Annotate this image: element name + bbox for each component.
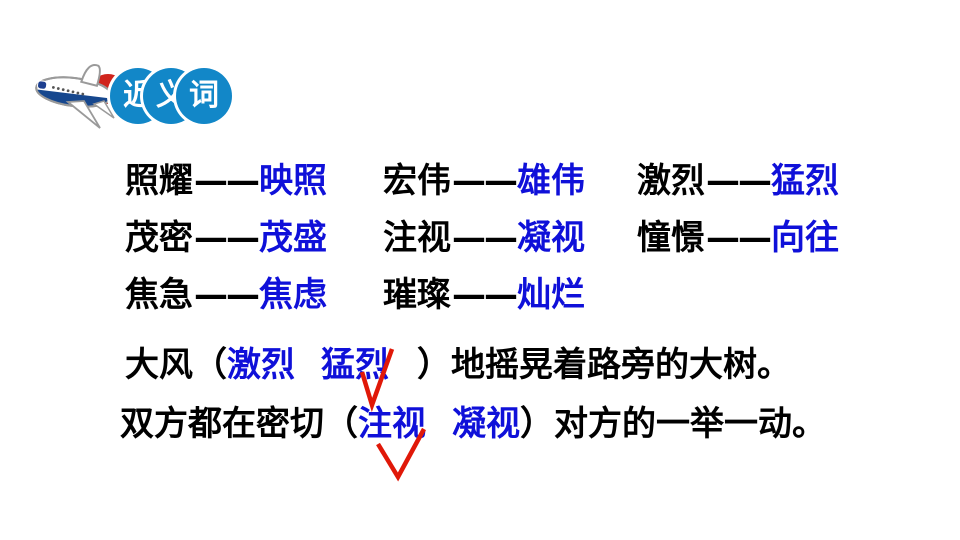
example-sentence-1: 大风（激烈猛烈 ）地摇晃着路旁的大树。 xyxy=(125,344,791,386)
window-dot xyxy=(71,90,75,94)
option-1: 激烈 xyxy=(227,345,295,385)
plane-wing xyxy=(65,100,101,129)
synonym-pair: 注视——凝视 xyxy=(383,217,585,259)
window-dot xyxy=(52,86,55,89)
window-dot xyxy=(66,89,70,93)
word-left: 注视 xyxy=(383,218,451,258)
dash: —— xyxy=(452,275,518,315)
word-left: 茂密 xyxy=(125,218,193,258)
option-2: 凝视 xyxy=(452,404,520,444)
word-left: 激烈 xyxy=(637,161,705,201)
synonym-pair: 璀璨——灿烂 xyxy=(383,274,585,316)
word-left: 焦急 xyxy=(125,275,193,315)
word-right: 映照 xyxy=(259,161,327,201)
dash: —— xyxy=(452,161,518,201)
badge-circle-3: 词 xyxy=(176,68,232,124)
word-left: 照耀 xyxy=(125,161,193,201)
dash: —— xyxy=(452,218,518,258)
synonym-pair: 照耀——映照 xyxy=(125,160,327,202)
window-dot xyxy=(81,92,85,96)
word-right: 灿烂 xyxy=(517,275,585,315)
window-dot xyxy=(61,88,65,92)
title-badge: 近 义 词 xyxy=(110,68,232,124)
option-2: 猛烈 xyxy=(321,345,389,385)
option-1: 注视 xyxy=(358,404,426,444)
window-dot xyxy=(56,87,60,90)
word-left: 宏伟 xyxy=(383,161,451,201)
sentence-post: ）对方的一举一动。 xyxy=(520,404,826,444)
window-dot xyxy=(76,91,80,95)
airplane-icon xyxy=(34,64,125,129)
dash: —— xyxy=(194,275,260,315)
cockpit-window xyxy=(36,80,48,90)
sentence-pre: 双方都在密切（ xyxy=(120,404,358,444)
dash: —— xyxy=(706,161,772,201)
dash: —— xyxy=(706,218,772,258)
synonym-list: 照耀——映照 宏伟——雄伟 激烈——猛烈 茂密——茂盛 注视——凝视 憧憬——向… xyxy=(125,160,905,330)
word-right: 猛烈 xyxy=(771,161,839,201)
synonym-pair: 茂密——茂盛 xyxy=(125,217,327,259)
synonym-pair: 激烈——猛烈 xyxy=(637,160,839,202)
synonym-pair: 憧憬——向往 xyxy=(637,217,839,259)
word-right: 向往 xyxy=(771,218,839,258)
example-sentence-2: 双方都在密切（注视凝视）对方的一举一动。 xyxy=(120,403,826,445)
word-right: 凝视 xyxy=(517,218,585,258)
synonym-pair: 焦急——焦虑 xyxy=(125,274,327,316)
plane-rear-wing xyxy=(92,100,115,119)
synonym-pair: 宏伟——雄伟 xyxy=(383,160,585,202)
tail-fin xyxy=(80,64,101,87)
sentence-pre: 大风（ xyxy=(125,345,227,385)
word-right: 焦虑 xyxy=(259,275,327,315)
word-left: 憧憬 xyxy=(637,218,705,258)
sentence-post: ）地摇晃着路旁的大树。 xyxy=(417,345,791,385)
dash: —— xyxy=(194,161,260,201)
word-left: 璀璨 xyxy=(383,275,451,315)
word-right: 雄伟 xyxy=(517,161,585,201)
word-right: 茂盛 xyxy=(259,218,327,258)
dash: —— xyxy=(194,218,260,258)
badge-char-3: 词 xyxy=(189,78,219,113)
